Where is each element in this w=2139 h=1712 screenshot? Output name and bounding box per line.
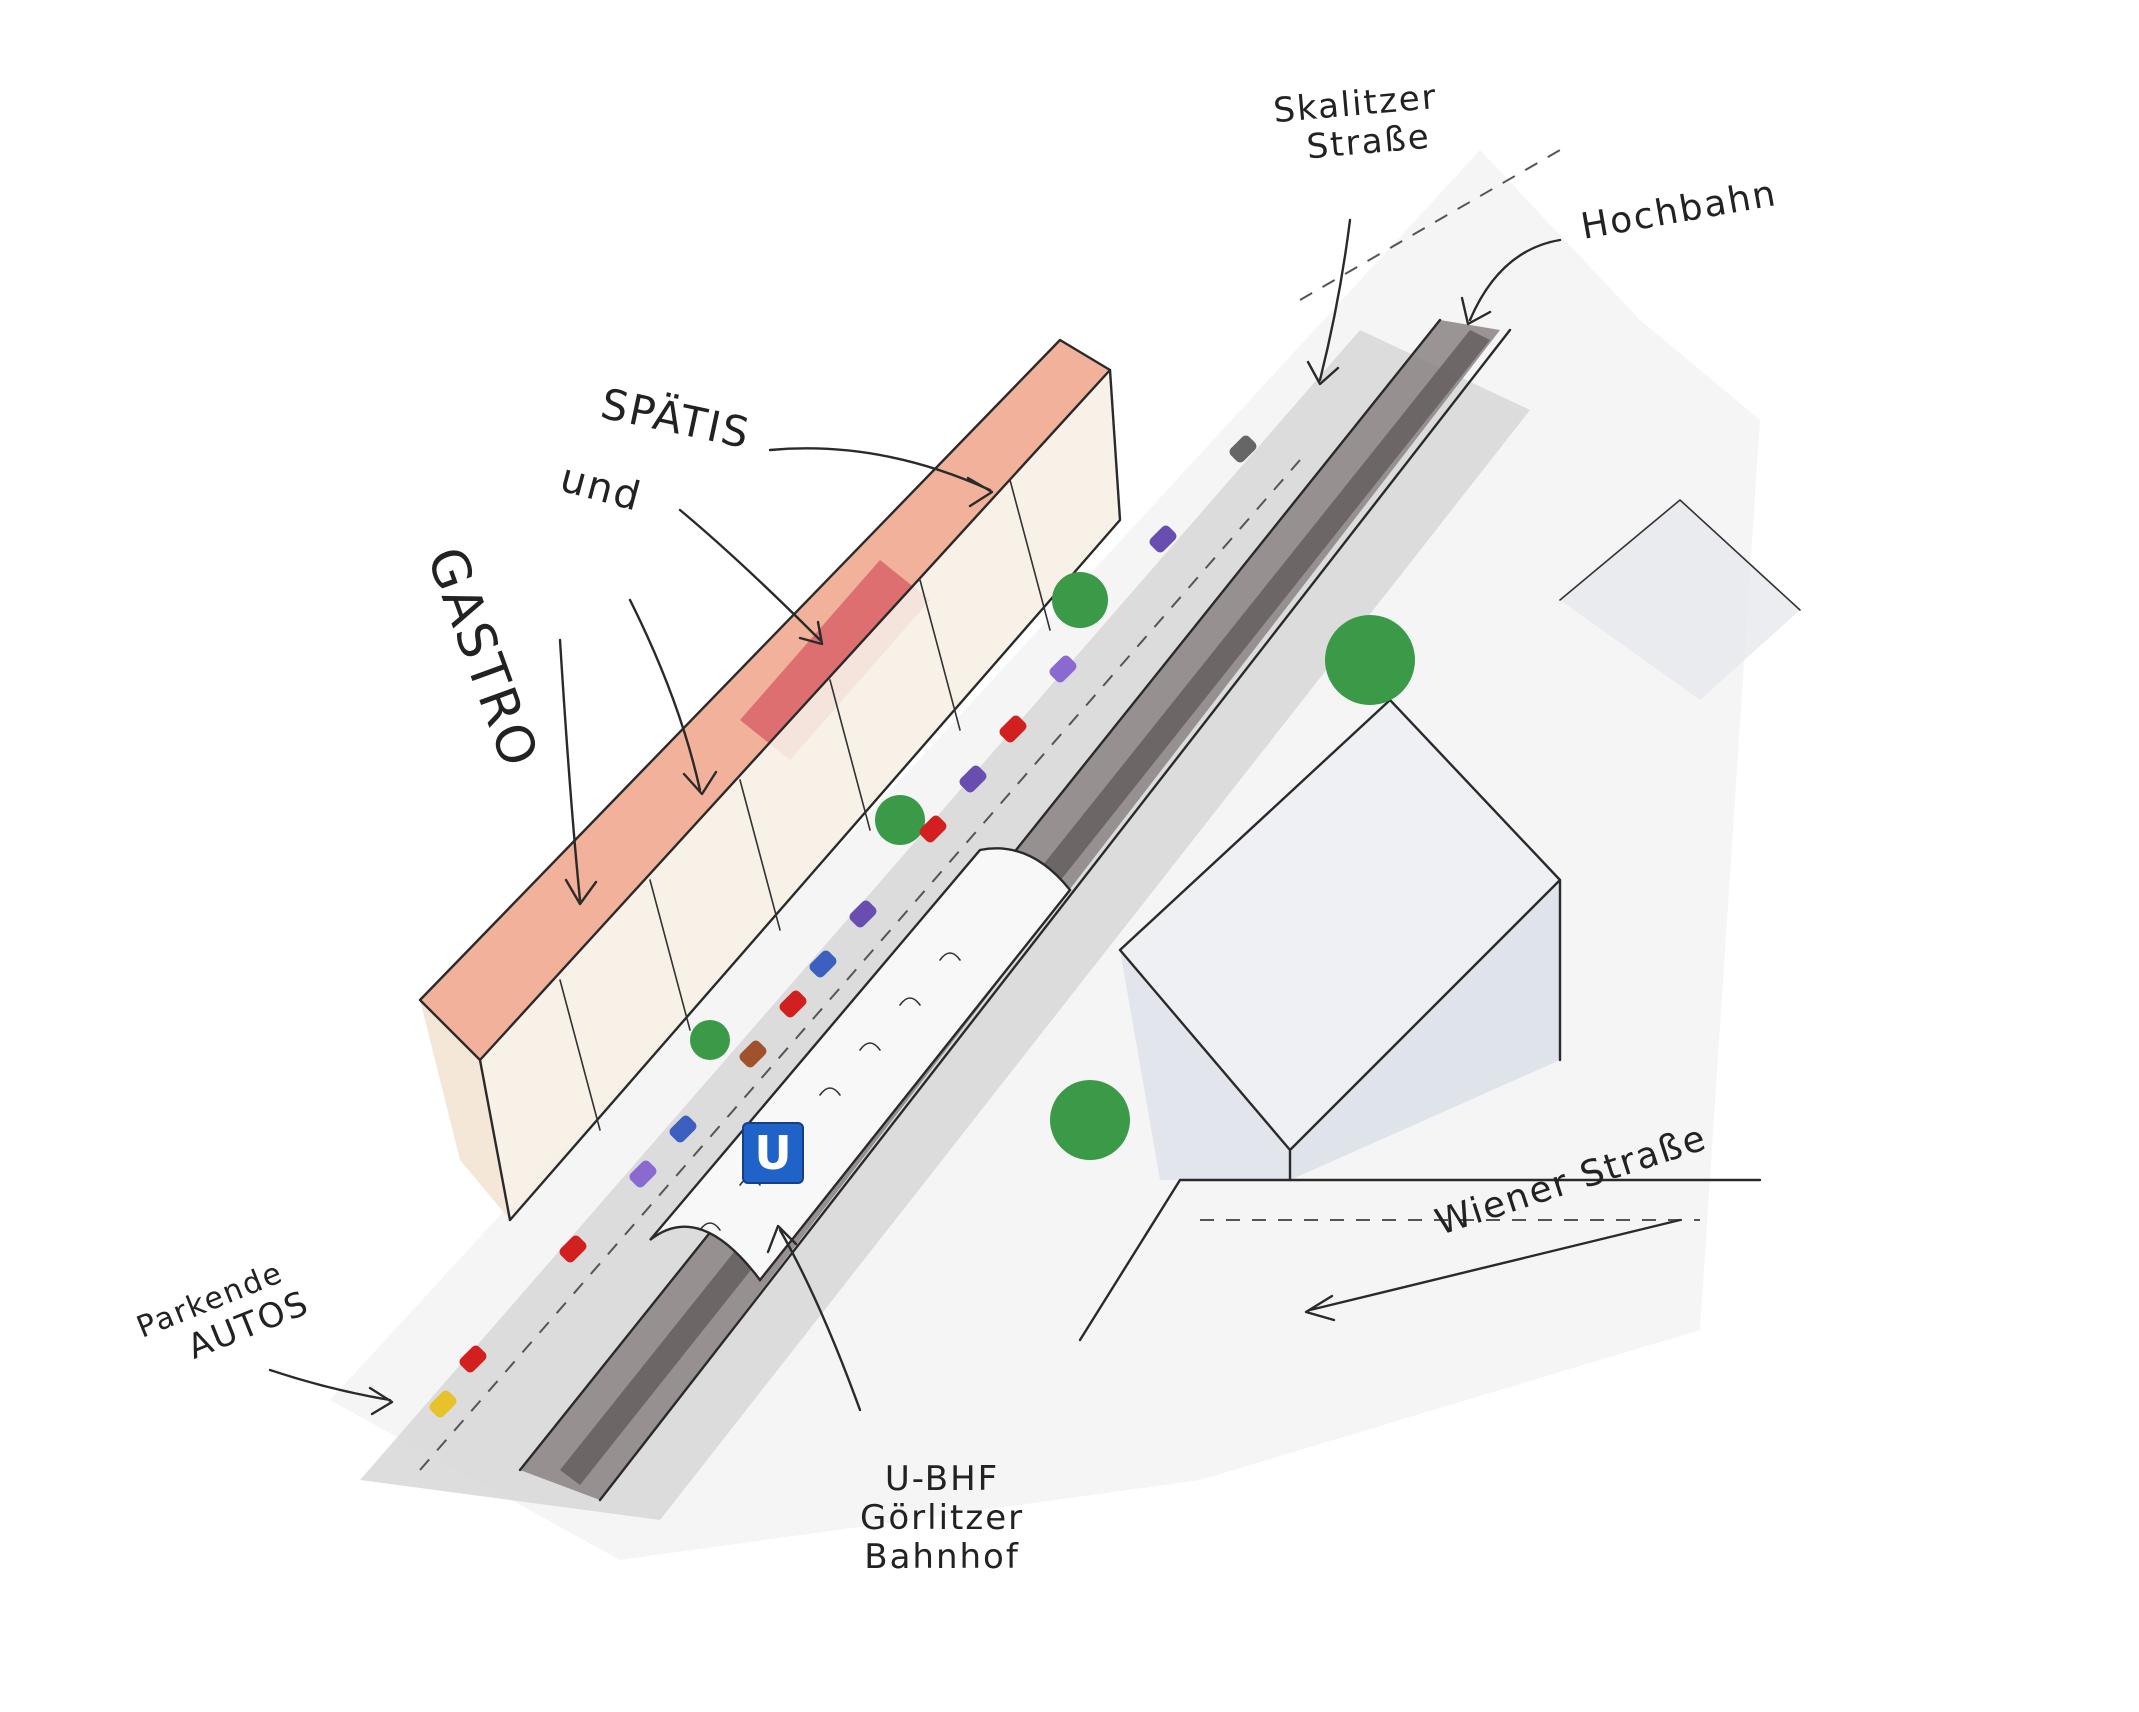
parked-cars (429, 435, 1257, 1418)
arrow-icon (1306, 218, 1352, 386)
wiener-street (1078, 1178, 1762, 1342)
car-icon (1049, 655, 1077, 683)
car-icon (459, 1345, 487, 1373)
car-icon (739, 1040, 767, 1068)
car-icon (849, 900, 877, 928)
arrow-icon (558, 638, 598, 906)
label-skalitzer-strasse: Skalitzer Straße (1272, 77, 1443, 170)
tree-icon (690, 1020, 730, 1060)
trees (690, 572, 1415, 1160)
car-icon (919, 815, 947, 843)
arrow-icon (1304, 1218, 1682, 1322)
tree-icon (875, 795, 925, 845)
car-icon (999, 715, 1027, 743)
arrow-icon (628, 598, 718, 796)
ubahn-sign-icon: U (742, 1122, 804, 1184)
label-ubhf-line2: Görlitzer (860, 1498, 1025, 1539)
tree-icon (1052, 572, 1108, 628)
car-icon (429, 1390, 457, 1418)
car-icon (809, 950, 837, 978)
tree-icon (1325, 615, 1415, 705)
arrow-icon (268, 1368, 394, 1416)
label-ubhf-line3: Bahnhof (864, 1537, 1020, 1578)
car-icon (1229, 435, 1257, 463)
arrow-icon (1460, 238, 1562, 326)
arrow-icon (768, 447, 994, 508)
label-ubhf-goerlitzer: U-BHF Görlitzer Bahnhof (860, 1459, 1025, 1578)
arrow-icon (766, 1224, 862, 1412)
arrow-icon (678, 508, 824, 646)
label-ubhf-line1: U-BHF (884, 1459, 1000, 1499)
building-row (418, 338, 1122, 1222)
car-icon (779, 990, 807, 1018)
tree-icon (1050, 1080, 1130, 1160)
car-icon (1149, 525, 1177, 553)
car-icon (669, 1115, 697, 1143)
car-icon (559, 1235, 587, 1263)
car-icon (629, 1160, 657, 1188)
right-block (1118, 499, 1801, 1182)
annotation-arrows (268, 218, 1682, 1416)
car-icon (959, 765, 987, 793)
